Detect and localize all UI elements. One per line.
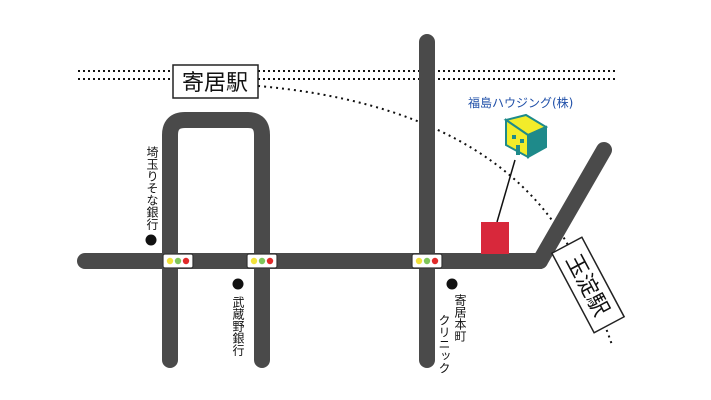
clinic-label-line1: 寄居本町 xyxy=(453,293,467,342)
traffic-signal-icon xyxy=(246,253,278,269)
landmark-dot-icon xyxy=(145,234,157,246)
bank-musashino-label: 武蔵野銀行 xyxy=(231,296,245,356)
railway-line xyxy=(78,70,615,80)
station-yorii: 寄居駅 xyxy=(172,64,259,99)
landmark-dot-icon xyxy=(446,278,458,290)
station-yorii-label: 寄居駅 xyxy=(182,71,248,96)
bank-saitama-label: 埼玉りそな銀行 xyxy=(145,146,159,230)
company-logo-icon xyxy=(503,113,549,159)
landmark-dot-icon xyxy=(232,278,244,290)
company-name: 福島ハウジング(株) xyxy=(468,95,573,110)
road-network xyxy=(77,34,612,368)
clinic-label-line2: クリニック xyxy=(437,314,451,374)
traffic-signal-icon xyxy=(411,253,443,269)
building-marker-icon xyxy=(481,222,509,254)
dotted-route xyxy=(257,85,613,346)
station-tamayodo: 玉淀駅 xyxy=(550,236,626,334)
pointer-line xyxy=(496,159,516,223)
traffic-signal-icon xyxy=(162,253,194,269)
